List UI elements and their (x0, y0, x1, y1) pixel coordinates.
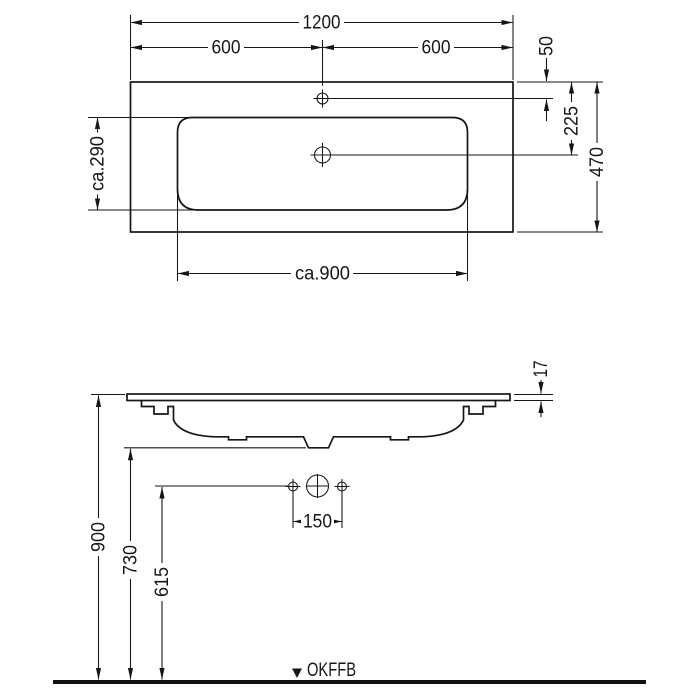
tap-hole-symbol-icon (313, 89, 332, 108)
dim-half-left-label: 600 (212, 38, 241, 59)
dim-tap-hole-offset: 50 (537, 36, 558, 121)
dim-rim-thickness-label: 17 (531, 361, 552, 378)
dim-total-width: 1200 (130, 13, 513, 34)
front-view-dimensions: 17 150 900 730 (89, 361, 553, 680)
drain-hole-symbol-icon (310, 143, 335, 167)
dim-tap-hole-spacing-label: 150 (303, 512, 332, 533)
dim-outlet-height: 730 (121, 448, 142, 680)
basin-outline (176, 116, 469, 211)
front-view: OKFFB (53, 393, 646, 684)
dim-total-width-label: 1200 (303, 13, 341, 34)
dim-drain-offset-label: 225 (562, 106, 583, 136)
dim-basin-width: ca.900 (176, 190, 469, 285)
dim-basin-width-label: ca.900 (295, 264, 350, 285)
top-view (129, 40, 578, 233)
dim-tap-hole-offset-label: 50 (537, 36, 558, 56)
dim-drain-offset: 225 (562, 82, 583, 155)
tap-hole-center-symbol-icon (305, 474, 330, 498)
dim-total-depth-label: 470 (587, 147, 608, 177)
top-view-outer-outline (129, 81, 514, 233)
dim-half-right: 600 (322, 38, 513, 59)
dim-rim-height-label: 900 (89, 522, 110, 552)
dim-rim-thickness: 17 (514, 361, 553, 417)
bowl-profile-outline (140, 400, 497, 449)
dim-outlet-height-label: 730 (121, 545, 142, 575)
rim-outline (126, 393, 511, 402)
dim-half-right-label: 600 (422, 38, 451, 59)
dim-rim-height: 900 (89, 395, 110, 680)
dim-tap-hole-spacing: 150 (292, 492, 343, 533)
dim-side-hole-height-label: 615 (152, 567, 173, 597)
top-view-dimensions: 1200 600 600 50 225 (88, 13, 609, 285)
dim-total-depth: 470 (587, 82, 608, 232)
side-hole-right-symbol-icon (334, 479, 350, 494)
dim-side-hole-height: 615 (152, 487, 173, 680)
dim-half-left: 600 (130, 38, 323, 59)
dim-basin-depth: ca.290 (88, 116, 196, 211)
floor-level-marker-icon (292, 668, 302, 678)
floor-level-label: OKFFB (307, 660, 356, 681)
dim-basin-depth-label: ca.290 (88, 136, 109, 191)
